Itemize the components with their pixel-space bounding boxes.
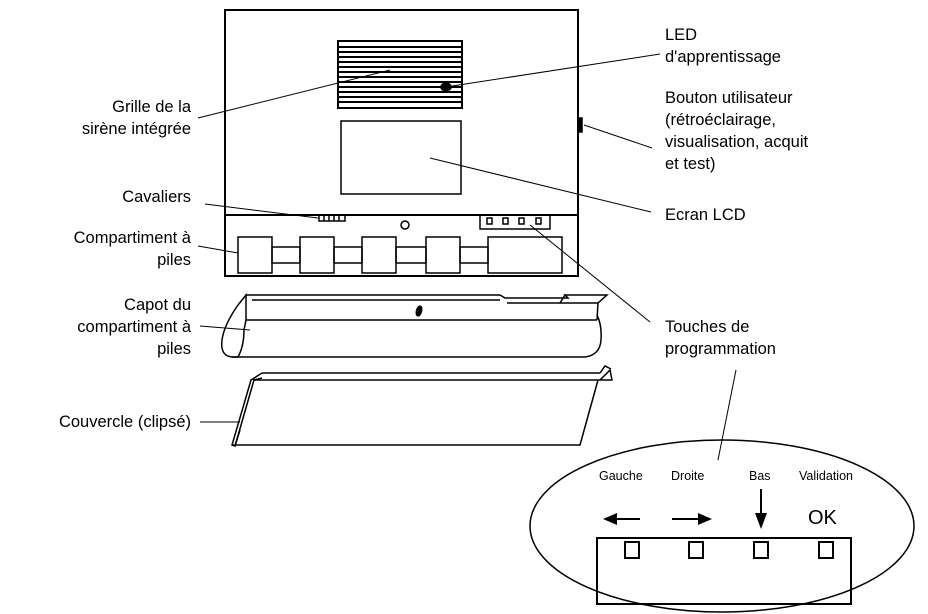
- battery-cover: [220, 292, 609, 358]
- label-led-line2: d'apprentissage: [665, 48, 781, 66]
- grille-slats: [339, 46, 461, 103]
- arrow-right-icon: [672, 513, 712, 525]
- battery-compartment: [237, 236, 563, 274]
- label-bouton-line2: (rétroéclairage,: [665, 111, 776, 129]
- zoom-bubble: [529, 439, 915, 613]
- label-battery-cover: Capot du compartiment à piles: [77, 294, 191, 360]
- key-down: [753, 541, 769, 559]
- label-grille-line2: sirène intégrée: [81, 120, 191, 138]
- label-capot-line3: piles: [157, 340, 191, 358]
- label-jumpers: Cavaliers: [122, 188, 191, 206]
- label-capot-line2: compartiment à: [77, 318, 191, 336]
- device-housing: [224, 9, 579, 277]
- zoom-label-bas: Bas: [749, 469, 771, 483]
- zoom-keypad: [596, 537, 852, 605]
- key-left: [624, 541, 640, 559]
- zoom-label-validation: Validation: [799, 469, 853, 483]
- programming-keys: [479, 214, 551, 230]
- label-compartiment-line2: piles: [157, 251, 191, 269]
- zoom-label-gauche: Gauche: [599, 469, 643, 483]
- lid: [231, 365, 613, 447]
- leader-lines: [197, 53, 737, 461]
- label-led: LED d'apprentissage: [665, 24, 781, 68]
- lcd-screen: [340, 120, 462, 195]
- label-lid: Couvercle (clipsé): [58, 413, 191, 431]
- label-capot-line1: Capot du: [124, 296, 191, 314]
- label-led-line1: LED: [665, 26, 698, 44]
- label-grille-line1: Grille de la: [112, 98, 191, 116]
- siren-grille: [337, 40, 463, 109]
- label-touches-line1: Touches de: [665, 318, 750, 336]
- label-siren-grille: Grille de la sirène intégrée: [82, 96, 191, 140]
- screw-hole: [400, 220, 410, 230]
- label-touches-line2: programmation: [665, 340, 776, 358]
- zoom-label-droite: Droite: [671, 469, 705, 483]
- label-bouton-line3: visualisation, acquit: [665, 133, 809, 151]
- user-button: [577, 117, 583, 133]
- label-programming-keys: Touches de programmation: [665, 316, 776, 360]
- label-bouton-line1: Bouton utilisateur: [665, 89, 793, 107]
- key-right: [688, 541, 704, 559]
- label-lcd: Ecran LCD: [665, 206, 746, 224]
- arrow-down-icon: [755, 489, 767, 529]
- zoom-label-ok: OK: [808, 507, 837, 529]
- label-user-button: Bouton utilisateur (rétroéclairage, visu…: [665, 87, 808, 175]
- arrow-left-icon: [603, 513, 640, 525]
- label-bouton-line4: et test): [665, 155, 716, 173]
- label-battery-compartment: Compartiment à piles: [74, 227, 191, 271]
- jumpers: [318, 214, 346, 222]
- label-compartiment-line1: Compartiment à: [73, 229, 191, 247]
- key-ok: [818, 541, 834, 559]
